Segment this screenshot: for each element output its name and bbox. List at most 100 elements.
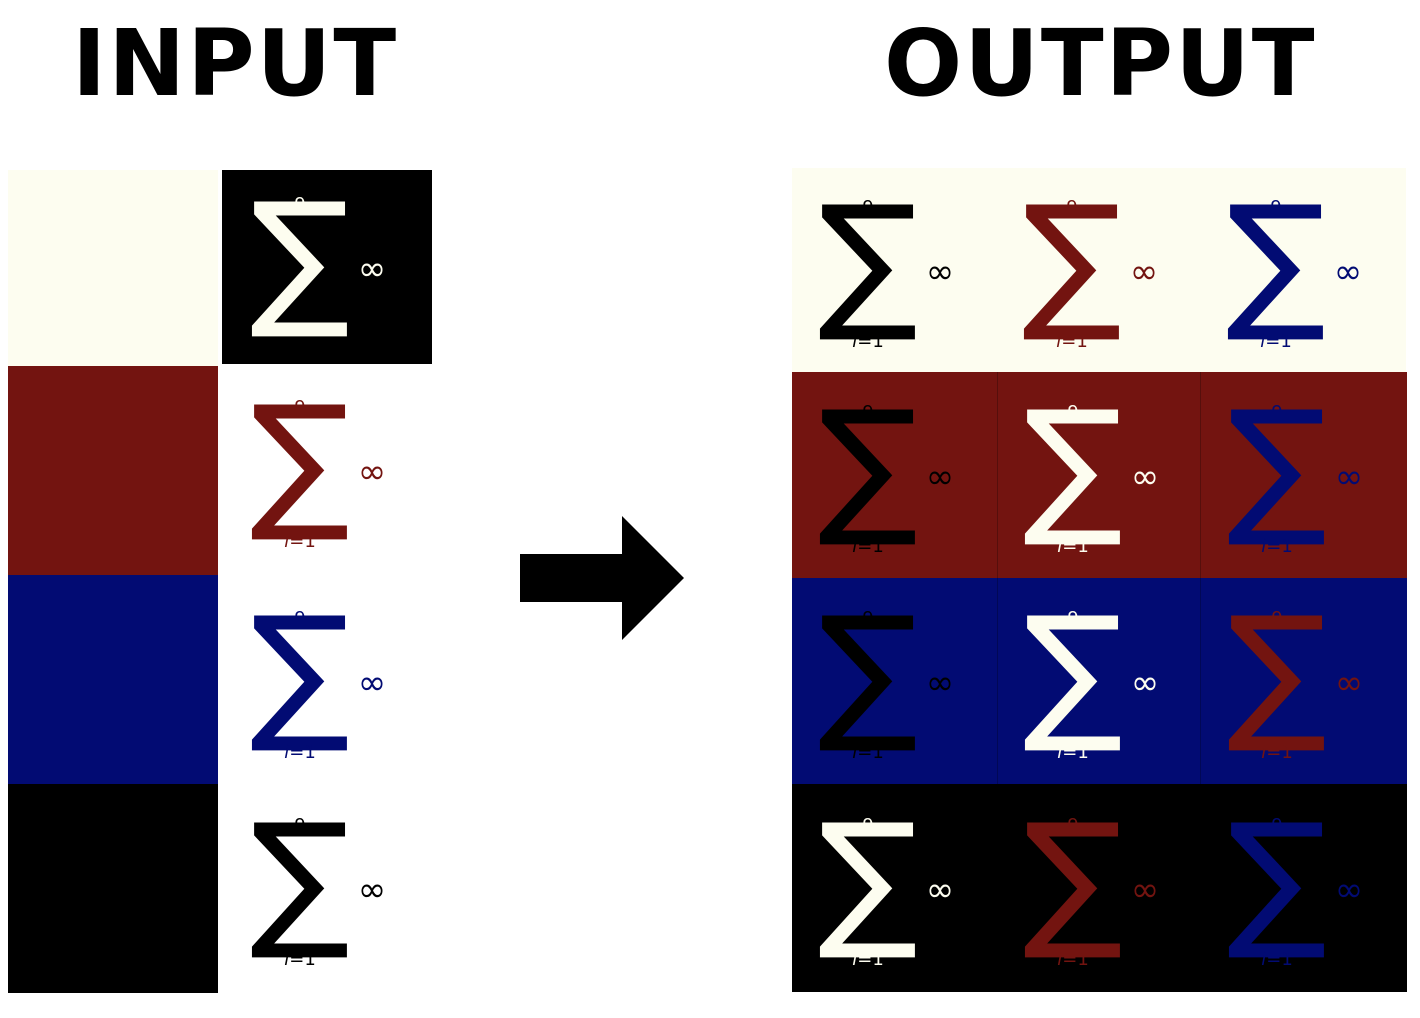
index-variable: i (1261, 742, 1266, 763)
index-start: =1 (1266, 536, 1293, 557)
output-cell: 9∑∞i=1 (792, 372, 997, 578)
index-variable: i (284, 742, 289, 763)
summation-symbol: 9∑∞ i=1 (1227, 792, 1363, 970)
summation-symbol: 9∑∞i=1 (818, 379, 954, 557)
summation-symbol: 9∑∞i=1 (818, 585, 954, 763)
infinity-icon: ∞ (358, 452, 386, 492)
upper-limit-label: 9 (1066, 197, 1077, 218)
summation-symbol: 9∑∞ i=1 (1023, 379, 1159, 557)
index-start: =1 (1061, 331, 1088, 352)
summation-symbol: 9∑∞i=1 (1227, 379, 1363, 557)
summation-symbol: 9∑∞ i=1 (250, 792, 386, 970)
input-heading: INPUT (72, 10, 399, 117)
lower-limit-label: i=1 (1057, 742, 1089, 763)
output-cell: 9∑∞ i=1 (792, 784, 997, 992)
upper-limit-label: 9 (1067, 402, 1078, 423)
sigma-icon: ∑ (250, 374, 350, 546)
index-variable: i (284, 531, 289, 552)
infinity-icon: ∞ (1334, 252, 1362, 292)
upper-limit-label: 9 (862, 402, 873, 423)
index-variable: i (1056, 331, 1061, 352)
index-start: =1 (289, 531, 316, 552)
index-start: =1 (1265, 331, 1292, 352)
index-variable: i (852, 949, 857, 970)
sigma-icon: ∑ (250, 171, 350, 343)
upper-limit-label: 9 (862, 197, 873, 218)
sigma-icon: ∑ (1023, 379, 1123, 551)
input-glyph-tile: 9∑∞ i=1 (222, 583, 432, 779)
output-cell: 9∑∞ i=1 (1200, 784, 1407, 992)
sigma-icon: ∑ (818, 792, 918, 964)
upper-limit-label: 9 (1271, 608, 1282, 629)
infinity-icon: ∞ (1129, 252, 1157, 292)
sigma-icon: ∑ (1023, 792, 1123, 964)
lower-limit-label: i=1 (284, 531, 316, 552)
index-start: =1 (857, 742, 884, 763)
input-color-swatch (8, 784, 218, 993)
sigma-icon: ∑ (250, 585, 350, 757)
index-start: =1 (1062, 536, 1089, 557)
sigma-icon: ∑ (1022, 174, 1122, 346)
index-variable: i (1057, 742, 1062, 763)
infinity-icon: ∞ (1335, 457, 1363, 497)
upper-limit-label: 9 (294, 194, 305, 215)
upper-limit-label: 9 (862, 608, 873, 629)
index-start: =1 (1266, 742, 1293, 763)
input-glyph-tile: 9∑∞ i=1 (222, 790, 432, 986)
infinity-icon: ∞ (1335, 870, 1363, 910)
sigma-icon: ∑ (1226, 174, 1326, 346)
lower-limit-label: i=1 (852, 742, 884, 763)
index-start: =1 (857, 536, 884, 557)
summation-symbol: 9∑∞i=1 (1023, 792, 1159, 970)
summation-symbol: 9∑∞ i=1 (818, 792, 954, 970)
upper-limit-label: 9 (1271, 402, 1282, 423)
sigma-icon: ∑ (818, 585, 918, 757)
output-cell: 9∑∞i=1 (997, 784, 1201, 992)
summation-symbol: 9∑∞ (250, 171, 386, 343)
upper-limit-label: 9 (1067, 815, 1078, 836)
output-cell: 9∑∞i=1 (792, 168, 997, 372)
output-cell: 9∑∞ i=1 (1200, 578, 1407, 784)
infinity-icon: ∞ (1130, 870, 1158, 910)
lower-limit-label: i=1 (852, 331, 884, 352)
output-cell: 9∑∞i=1 (1200, 372, 1407, 578)
input-color-swatch (8, 575, 218, 784)
index-variable: i (1057, 536, 1062, 557)
lower-limit-label: i=1 (284, 742, 316, 763)
index-variable: i (1261, 949, 1266, 970)
index-start: =1 (857, 331, 884, 352)
index-start: =1 (1266, 949, 1293, 970)
lower-limit-label: i=1 (1261, 742, 1293, 763)
lower-limit-label: i=1 (1260, 331, 1292, 352)
infinity-icon: ∞ (358, 663, 386, 703)
infinity-icon: ∞ (1130, 663, 1158, 703)
input-glyph-tile: 9∑∞ (222, 170, 432, 364)
output-heading: OUTPUT (884, 10, 1317, 117)
summation-symbol: 9∑∞ i=1 (1022, 174, 1158, 352)
infinity-icon: ∞ (1335, 663, 1363, 703)
sigma-icon: ∑ (1227, 585, 1327, 757)
upper-limit-label: 9 (294, 397, 305, 418)
infinity-icon: ∞ (1130, 457, 1158, 497)
infinity-icon: ∞ (925, 870, 953, 910)
index-variable: i (284, 949, 289, 970)
infinity-icon: ∞ (925, 457, 953, 497)
sigma-icon: ∑ (250, 792, 350, 964)
output-cell: 9∑∞ i=1 (1200, 168, 1406, 372)
index-start: =1 (857, 949, 884, 970)
infinity-icon: ∞ (358, 870, 386, 910)
infinity-icon: ∞ (358, 249, 386, 289)
upper-limit-label: 9 (862, 815, 873, 836)
index-start: =1 (289, 742, 316, 763)
upper-limit-label: 9 (1271, 815, 1282, 836)
sigma-icon: ∑ (1227, 792, 1327, 964)
lower-limit-label: i=1 (284, 949, 316, 970)
index-variable: i (852, 331, 857, 352)
index-variable: i (1261, 536, 1266, 557)
right-arrow-icon (520, 516, 684, 640)
upper-limit-label: 9 (1270, 197, 1281, 218)
summation-symbol: 9∑∞ i=1 (250, 374, 386, 552)
upper-limit-label: 9 (294, 608, 305, 629)
upper-limit-label: 9 (294, 815, 305, 836)
lower-limit-label: i=1 (1056, 331, 1088, 352)
